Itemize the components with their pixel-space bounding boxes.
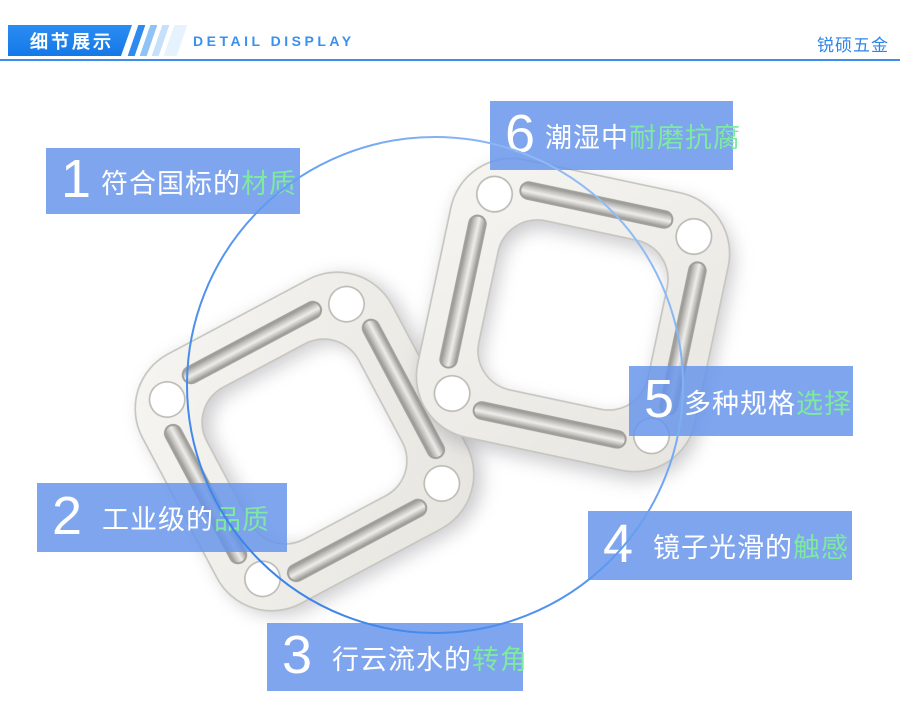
feature-number: 1: [61, 149, 92, 209]
feature-text: 潮湿中耐磨抗腐: [545, 116, 741, 155]
feature-text: 多种规格选择: [684, 382, 852, 421]
feature-text-highlight: 选择: [796, 388, 853, 419]
feature-text: 行云流水的转角: [332, 638, 528, 677]
feature-text: 工业级的品质: [102, 498, 270, 537]
feature-text-highlight: 材质: [241, 168, 298, 199]
corner-hole: [148, 381, 186, 418]
feature-text-highlight: 品质: [214, 505, 271, 535]
feature-number: 5: [644, 369, 675, 429]
feature-callout-5: 5 多种规格选择: [629, 366, 853, 436]
feature-text-plain: 工业级的: [102, 505, 215, 535]
brand-name: 锐硕五金: [817, 36, 889, 55]
feature-callout-6: 6 潮湿中耐磨抗腐: [490, 101, 740, 170]
feature-text-highlight: 转角: [472, 644, 529, 675]
feature-text-plain: 镜子光滑的: [653, 533, 794, 563]
feature-text-plain: 多种规格: [684, 388, 797, 419]
feature-callout-2: 2 工业级的品质: [37, 483, 287, 552]
feature-number: 2: [52, 485, 83, 546]
section-title-badge: 细节展示: [8, 25, 132, 56]
feature-number: 3: [282, 625, 313, 685]
feature-text: 符合国标的材质: [101, 162, 297, 201]
section-title-cn: 细节展示: [30, 31, 114, 52]
header-divider: [0, 59, 900, 61]
feature-text: 镜子光滑的触感: [653, 526, 849, 565]
feature-callout-4: 4 镜子光滑的触感: [588, 511, 852, 580]
feature-text-plain: 行云流水的: [332, 644, 473, 675]
feature-callout-1: 1 符合国标的材质: [46, 148, 300, 214]
feature-text-highlight: 触感: [793, 533, 850, 563]
feature-callout-3: 3 行云流水的转角: [267, 623, 527, 691]
feature-number: 4: [603, 513, 634, 574]
feature-number: 6: [505, 103, 536, 164]
feature-text-plain: 符合国标的: [101, 168, 242, 199]
feature-text-highlight: 耐磨抗腐: [629, 123, 742, 153]
section-title-en: DETAIL DISPLAY: [193, 33, 355, 49]
feature-text-plain: 潮湿中: [545, 123, 630, 153]
